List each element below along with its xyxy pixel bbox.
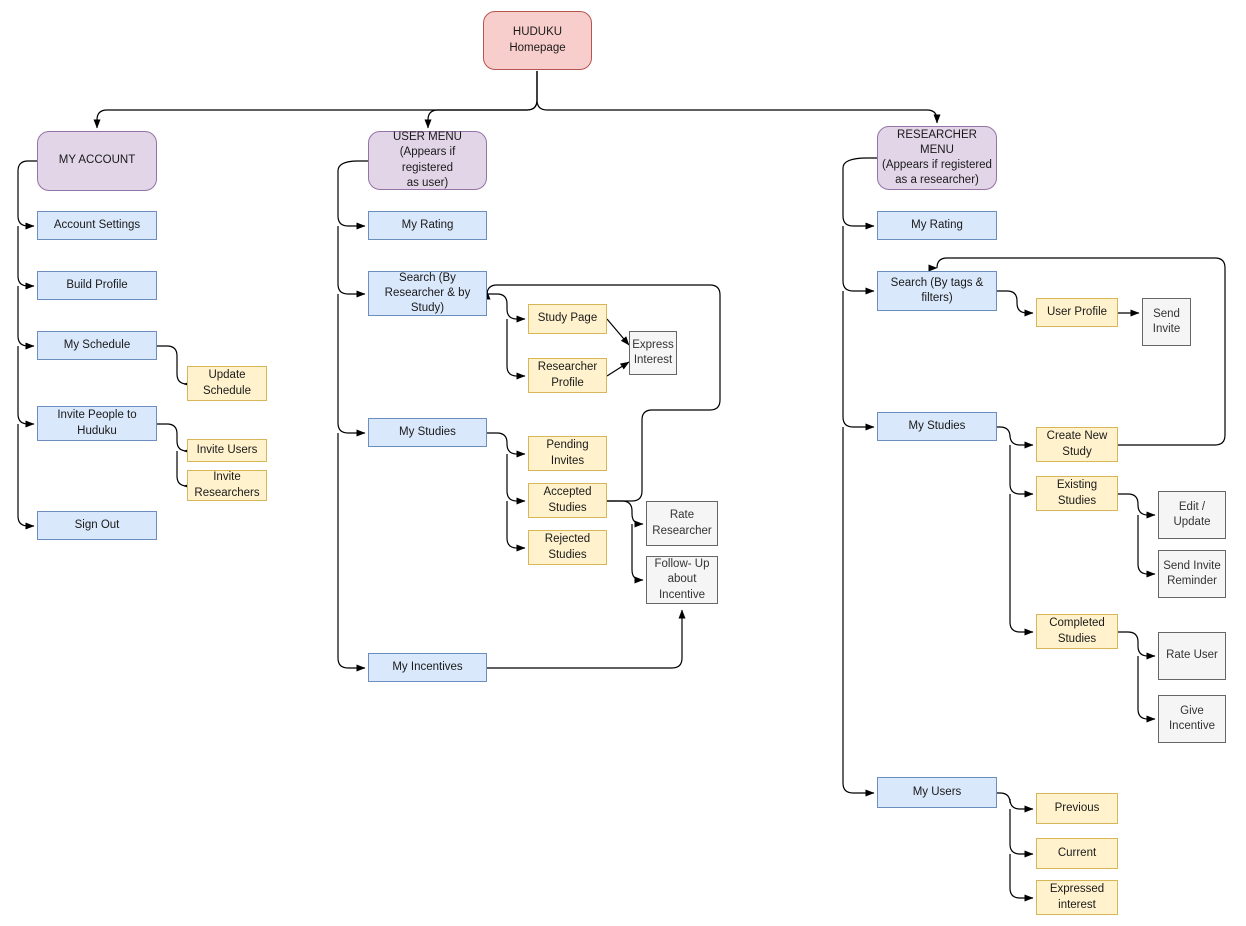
edge-homepage-to-my-account: [93, 71, 538, 129]
edge-my-users-to-expressed-interest: [1009, 854, 1034, 902]
node-completed-studies[interactable]: Completed Studies: [1036, 614, 1118, 649]
edge-my-schedule-to-update-schedule: [157, 345, 193, 388]
edge-search-to-researcher-profile: [506, 319, 526, 380]
edge-homepage-to-user-menu: [424, 71, 538, 129]
node-researcher-menu[interactable]: RESEARCHER MENU (Appears if registered a…: [877, 126, 997, 190]
edge-my-incentives-to-follow-up: [487, 609, 686, 669]
node-study-page[interactable]: Study Page: [528, 304, 607, 334]
edge-my-studies-to-accepted-studies: [506, 454, 526, 505]
node-invite-people[interactable]: Invite People to Huduku: [37, 406, 157, 441]
node-user-search[interactable]: Search (By Researcher & by Study): [368, 271, 487, 316]
node-user-menu[interactable]: USER MENU (Appears if registered as user…: [368, 131, 487, 190]
edge-my-account-to-my-schedule: [17, 286, 35, 350]
node-res-search[interactable]: Search (By tags & filters): [877, 271, 997, 311]
edge-res-search-to-user-profile: [997, 290, 1034, 317]
edge-my-users-to-previous: [997, 792, 1034, 813]
node-follow-up-incentive[interactable]: Follow- Up about Incentive: [646, 556, 718, 604]
edge-existing-studies-to-edit-update: [1118, 493, 1156, 519]
edge-my-users-to-current: [1009, 809, 1034, 858]
node-current[interactable]: Current: [1036, 838, 1118, 869]
edge-my-studies-to-rejected-studies: [506, 501, 526, 552]
node-account-settings[interactable]: Account Settings: [37, 211, 157, 240]
edge-accepted-to-follow-up: [631, 524, 644, 584]
node-pending-invites[interactable]: Pending Invites: [528, 436, 607, 471]
edge-invite-people-to-invite-users: [157, 423, 193, 455]
edge-my-account-to-invite-people: [17, 346, 35, 428]
node-my-incentives[interactable]: My Incentives: [368, 653, 487, 682]
edge-user-menu-to-my-rating: [337, 160, 368, 230]
node-user-my-rating[interactable]: My Rating: [368, 211, 487, 240]
node-send-invite-reminder[interactable]: Send Invite Reminder: [1158, 550, 1226, 598]
node-accepted-studies[interactable]: Accepted Studies: [528, 483, 607, 518]
edge-homepage-to-researcher-menu: [536, 71, 941, 124]
node-previous[interactable]: Previous: [1036, 793, 1118, 824]
node-homepage[interactable]: HUDUKU Homepage: [483, 11, 592, 70]
edge-existing-studies-to-send-invite-reminder: [1137, 515, 1156, 578]
edge-user-menu-to-search: [337, 226, 366, 298]
node-give-incentive[interactable]: Give Incentive: [1158, 695, 1226, 743]
node-existing-studies[interactable]: Existing Studies: [1036, 476, 1118, 511]
edge-invite-people-to-invite-researchers: [176, 451, 193, 490]
edge-researcher-menu-to-my-rating: [842, 157, 877, 230]
node-sign-out[interactable]: Sign Out: [37, 511, 157, 540]
edge-researcher-menu-to-my-users: [842, 427, 875, 797]
edge-my-account-to-sign-out: [17, 424, 35, 530]
node-res-my-rating[interactable]: My Rating: [877, 211, 997, 240]
node-express-interest[interactable]: Express Interest: [629, 331, 677, 375]
edge-my-account-to-build-profile: [17, 226, 35, 290]
edge-my-studies-to-pending-invites: [487, 432, 526, 458]
node-user-my-studies[interactable]: My Studies: [368, 418, 487, 447]
edge-study-page-to-express-interest: [606, 318, 630, 346]
edge-researcher-menu-to-search: [842, 226, 875, 295]
edge-user-menu-to-my-studies: [337, 294, 366, 437]
edge-completed-studies-to-give-incentive: [1137, 656, 1156, 723]
edge-user-menu-to-my-incentives: [337, 433, 366, 672]
node-res-my-studies[interactable]: My Studies: [877, 412, 997, 441]
node-send-invite[interactable]: Send Invite: [1142, 298, 1191, 346]
edge-my-account-to-account-settings: [17, 160, 37, 230]
node-rate-user[interactable]: Rate User: [1158, 632, 1226, 680]
node-invite-researchers[interactable]: Invite Researchers: [187, 470, 267, 501]
node-edit-update[interactable]: Edit / Update: [1158, 491, 1226, 539]
node-my-account[interactable]: MY ACCOUNT: [37, 131, 157, 191]
node-update-schedule[interactable]: Update Schedule: [187, 366, 267, 401]
node-res-my-users[interactable]: My Users: [877, 777, 997, 808]
node-expressed-interest[interactable]: Expressed interest: [1036, 880, 1118, 915]
node-invite-users[interactable]: Invite Users: [187, 439, 267, 462]
node-user-profile[interactable]: User Profile: [1036, 298, 1118, 327]
edge-researcher-menu-to-my-studies: [842, 291, 875, 431]
node-build-profile[interactable]: Build Profile: [37, 271, 157, 300]
edge-accepted-to-rate-researcher: [607, 500, 644, 528]
edge-res-my-studies-to-existing-studies: [1009, 445, 1034, 498]
node-rejected-studies[interactable]: Rejected Studies: [528, 530, 607, 565]
node-researcher-profile[interactable]: Researcher Profile: [528, 358, 607, 393]
edge-res-my-studies-to-create-new-study: [997, 426, 1034, 449]
node-rate-researcher[interactable]: Rate Researcher: [646, 501, 718, 546]
edge-res-my-studies-to-completed-studies: [1009, 494, 1034, 636]
edge-completed-studies-to-rate-user: [1118, 631, 1156, 660]
node-create-new-study[interactable]: Create New Study: [1036, 427, 1118, 462]
edge-search-to-study-page: [487, 293, 526, 323]
edge-researcher-profile-to-express-interest: [606, 361, 630, 377]
node-my-schedule[interactable]: My Schedule: [37, 331, 157, 360]
